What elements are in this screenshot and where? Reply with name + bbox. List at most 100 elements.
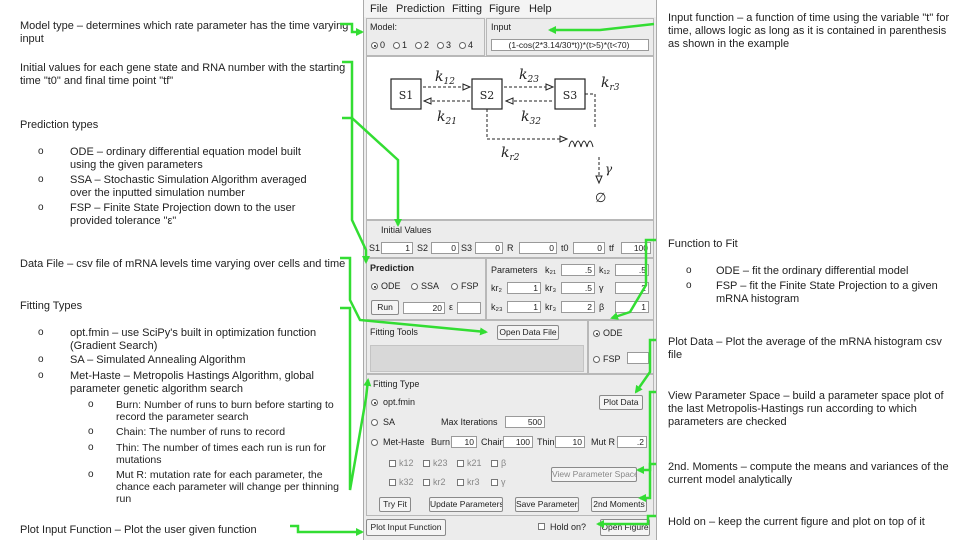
hold-on-checkbox[interactable] (538, 523, 545, 530)
mutr-input[interactable]: .2 (617, 436, 647, 448)
prediction-radio-ssa[interactable] (411, 283, 418, 290)
update-parameters-button[interactable]: Update Parameters (429, 497, 503, 512)
menu-help[interactable]: Help (529, 3, 552, 15)
annotation-fn-fsp: FSP – fit the Finite State Projection to… (716, 280, 938, 305)
prediction-radio-fsp[interactable] (451, 283, 458, 290)
param-label: kr₃ (545, 302, 557, 312)
second-moments-button[interactable]: 2nd Moments (591, 497, 647, 512)
input-function-field[interactable]: (1-cos(2*3.14/30*t))*(t>5)*(t<70) (491, 39, 649, 51)
fit-function-radio-ode[interactable] (593, 330, 600, 337)
annotation-plot-data: Plot Data – Plot the average of the mRNA… (668, 336, 942, 361)
model-label: Model: (370, 22, 398, 32)
annotation-input-function: Input function – a function of time usin… (668, 12, 950, 50)
model-option-label: 3 (446, 40, 452, 50)
annotation-prediction-types: Prediction types (20, 119, 99, 131)
fit-radio-met[interactable] (371, 439, 378, 446)
annotation-plot-input: Plot Input Function – Plot the user give… (20, 524, 257, 536)
check-gamma[interactable] (491, 479, 498, 486)
check-beta[interactable] (491, 460, 498, 467)
check-k12[interactable] (389, 460, 396, 467)
annotation-pred-ssa: SSA – Stochastic Simulation Algorithm av… (70, 174, 307, 199)
plot-data-button[interactable]: Plot Data (599, 395, 643, 410)
param-k21-input[interactable]: .5 (561, 264, 595, 276)
mutr-label: Mut R (591, 437, 616, 447)
fit-sa-label: SA (383, 417, 396, 427)
param-kr2-input[interactable]: 1 (507, 282, 541, 294)
bullet-icon: o (88, 442, 94, 453)
epsilon-input[interactable] (457, 302, 481, 314)
open-figure-button[interactable]: Open Figure (600, 519, 650, 536)
fit-function-radio-fsp[interactable] (593, 356, 600, 363)
run-button[interactable]: Run (371, 300, 399, 315)
prediction-ssa-label: SSA (421, 281, 440, 291)
try-fit-button[interactable]: Try Fit (379, 497, 411, 512)
model-radio-2[interactable] (415, 42, 422, 49)
simulation-number-input[interactable]: 20 (403, 302, 445, 314)
arrowhead-k32 (504, 97, 514, 105)
arrow-kr2 (486, 109, 563, 140)
open-data-file-button[interactable]: Open Data File (497, 325, 559, 340)
param-kr3b-input[interactable]: 2 (561, 301, 595, 313)
model-radio-0[interactable] (371, 42, 378, 49)
param-k23-input[interactable]: 1 (507, 301, 541, 313)
check-kr3[interactable] (457, 479, 464, 486)
initial-label-s1: S1 (369, 243, 381, 253)
chain-input[interactable]: 100 (503, 436, 533, 448)
annotation-fitting-types: Fitting Types (20, 300, 83, 312)
prediction-radio-ode[interactable] (371, 283, 378, 290)
input-panel: Input (1-cos(2*3.14/30*t))*(t>5)*(t<70) (486, 18, 654, 56)
save-parameters-button[interactable]: Save Parameters (515, 497, 579, 512)
annotation-fit-burn: Burn: Number of runs to burn before star… (116, 399, 334, 423)
fit-radio-sa[interactable] (371, 419, 378, 426)
check-k23[interactable] (423, 460, 430, 467)
annotation-fit-met: Met-Haste – Metropolis Hastings Algorith… (70, 370, 314, 395)
label-k12: k12 (435, 69, 455, 87)
thin-input[interactable]: 10 (555, 436, 585, 448)
initial-r-input[interactable]: 0 (519, 242, 557, 254)
label-kr3: kr3 (601, 75, 620, 93)
param-gamma-input[interactable]: 2 (615, 282, 649, 294)
fit-opt-label: opt.fmin (383, 397, 416, 407)
plot-input-function-button[interactable]: Plot Input Function (366, 519, 446, 536)
burn-input[interactable]: 10 (451, 436, 477, 448)
bullet-icon: o (88, 399, 94, 410)
model-radio-3[interactable] (437, 42, 444, 49)
initial-t0-input[interactable]: 0 (573, 242, 605, 254)
param-k12-input[interactable]: .5 (615, 264, 649, 276)
annotation-data-file: Data File – csv file of mRNA levels time… (20, 258, 346, 270)
fit-radio-opt[interactable] (371, 399, 378, 406)
label-k23: k23 (519, 67, 539, 85)
fitting-type-panel: Fitting Type opt.fmin Plot Data SA Max I… (366, 374, 654, 516)
check-k21[interactable] (457, 460, 464, 467)
param-beta-input[interactable]: 1 (615, 301, 649, 313)
check-label: γ (501, 477, 506, 487)
arrowhead-gamma (595, 175, 603, 185)
menu-figure[interactable]: Figure (489, 3, 521, 15)
state-s3-box (554, 78, 586, 110)
menu-fitting[interactable]: Fitting (452, 3, 482, 15)
check-kr2[interactable] (423, 479, 430, 486)
initial-s3-input[interactable]: 0 (475, 242, 503, 254)
fit-function-fsp-label: FSP (603, 354, 621, 364)
view-parameter-space-button[interactable]: View Parameter Space (551, 467, 637, 482)
initial-s1-input[interactable]: 1 (381, 242, 413, 254)
model-radio-4[interactable] (459, 42, 466, 49)
label-empty-set: ∅ (595, 191, 606, 206)
menu-prediction[interactable]: Prediction (396, 3, 445, 15)
check-k32[interactable] (389, 479, 396, 486)
max-iterations-input[interactable]: 500 (505, 416, 545, 428)
initial-tf-input[interactable]: 100 (621, 242, 651, 254)
model-option-label: 0 (380, 40, 386, 50)
model-radio-1[interactable] (393, 42, 400, 49)
fsp-fit-input[interactable] (627, 352, 649, 364)
check-label: β (501, 458, 507, 468)
data-file-display (370, 345, 584, 372)
chain-label: Chain (481, 437, 505, 447)
initial-s2-input[interactable]: 0 (431, 242, 459, 254)
annotation-fit-chain: Chain: The number of runs to record (116, 426, 286, 438)
menu-file[interactable]: File (370, 3, 388, 15)
param-label: k₁₂ (599, 265, 611, 275)
param-label: k₂₃ (491, 302, 503, 312)
param-kr3-input[interactable]: .5 (561, 282, 595, 294)
initial-label-tf: tf (609, 243, 615, 253)
